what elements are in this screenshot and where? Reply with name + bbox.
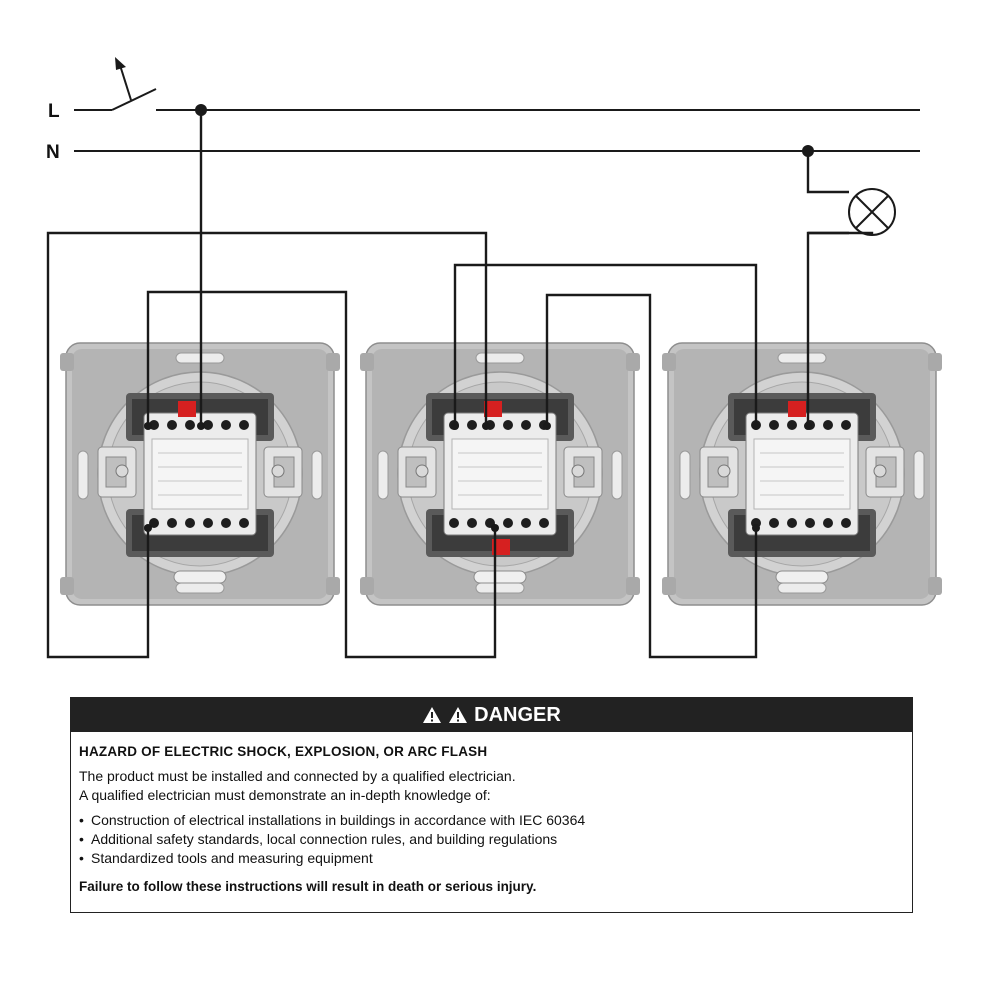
- switch-symbol-icon: [74, 57, 157, 111]
- warning-triangle-icon: [423, 707, 442, 723]
- danger-header: DANGER: [71, 698, 912, 732]
- wiring: [46, 104, 874, 659]
- line-label-n: N: [46, 142, 60, 163]
- junction-dot-l: [195, 104, 207, 116]
- danger-bullet-list: •Construction of electrical installation…: [79, 811, 904, 868]
- junction-dot-n: [802, 145, 814, 157]
- terminal-marker-red: [788, 401, 806, 417]
- list-item: •Additional safety standards, local conn…: [79, 831, 558, 847]
- wiring-diagram: L N: [46, 57, 943, 659]
- danger-notice: DANGER HAZARD OF ELECTRIC SHOCK, EXPLOSI…: [70, 697, 913, 913]
- terminal-marker-red: [178, 401, 196, 417]
- lamp-icon: [848, 188, 896, 236]
- switch-module-right: [661, 342, 943, 606]
- terminal-marker-red: [484, 401, 502, 417]
- list-item: •Standardized tools and measuring equipm…: [79, 850, 373, 866]
- danger-intro-1: The product must be installed and connec…: [79, 768, 516, 784]
- switch-module-left: [59, 342, 341, 606]
- terminal-marker-red-bottom: [492, 539, 510, 555]
- warning-triangle-icon: [449, 707, 468, 723]
- switch-module-middle: [359, 342, 641, 606]
- danger-footer: Failure to follow these instructions wil…: [79, 879, 537, 894]
- list-item: •Construction of electrical installation…: [79, 812, 586, 828]
- danger-title: HAZARD OF ELECTRIC SHOCK, EXPLOSION, OR …: [79, 744, 488, 759]
- danger-header-label: DANGER: [474, 703, 561, 726]
- danger-intro-2: A qualified electrician must demonstrate…: [79, 787, 491, 803]
- line-label-l: L: [48, 101, 60, 122]
